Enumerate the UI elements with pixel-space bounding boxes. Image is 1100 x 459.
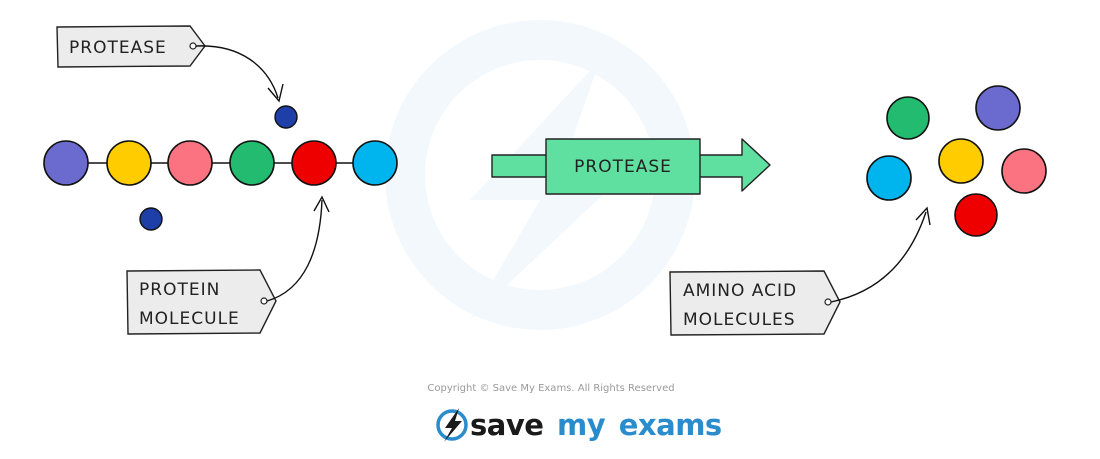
free-amino-acid-purple: [975, 85, 1021, 131]
tag-shape: [56, 25, 206, 68]
reaction-arrow-label: PROTEASE: [574, 157, 672, 177]
tag-hole: [189, 42, 197, 50]
tag-shape: [669, 270, 841, 336]
protease-tag-label: PROTEASE: [69, 38, 167, 58]
bolt-icon: [436, 408, 468, 442]
free-amino-acid-yellow: [938, 138, 984, 184]
protein-label-line1: PROTEIN: [139, 280, 220, 300]
brand-word-my: my: [557, 408, 606, 442]
amino-label-line1: AMINO ACID: [683, 281, 797, 301]
free-amino-acid-pink: [1001, 148, 1047, 194]
protease-enzyme-dot: [139, 207, 163, 231]
amino-acid-red: [291, 140, 337, 186]
reaction-arrow: PROTEASE: [491, 138, 771, 195]
amino-acid-purple: [43, 140, 89, 186]
arrow-shape: [491, 138, 771, 195]
free-amino-acid-green: [886, 96, 930, 140]
amino-acid-molecules-tag: AMINO ACID MOLECULES: [669, 270, 841, 336]
brand-wordmark: save my exams: [470, 408, 722, 442]
arrowhead: [313, 195, 330, 213]
copyright-notice: Copyright © Save My Exams. All Rights Re…: [427, 383, 674, 394]
protein-molecule-tag: PROTEIN MOLECULE: [126, 269, 277, 335]
arrowhead: [267, 83, 284, 103]
free-amino-acids: [866, 85, 1047, 237]
pointer-arrow-to-chain: [266, 199, 323, 302]
arrowhead: [915, 206, 931, 226]
protein-chain: [43, 140, 398, 186]
pointer-arrow-to-amino-acids: [830, 211, 927, 303]
amino-acid-green: [229, 140, 275, 186]
free-amino-acid-red: [954, 193, 998, 237]
free-amino-acid-cyan: [866, 155, 912, 201]
amino-acid-cyan: [352, 140, 398, 186]
amino-acid-yellow: [106, 140, 152, 186]
tag-shape: [126, 269, 277, 335]
protein-label-line2: MOLECULE: [139, 309, 240, 329]
amino-label-line2: MOLECULES: [683, 310, 796, 330]
save-my-exams-logo: save my exams: [436, 408, 722, 442]
tag-hole: [824, 298, 832, 306]
protease-enzyme-dot: [274, 105, 298, 129]
amino-acid-pink: [167, 140, 213, 186]
protease-tag: PROTEASE: [56, 25, 206, 68]
tag-hole: [260, 297, 268, 305]
pointer-arrow-to-enzyme: [195, 45, 279, 99]
brand-word-save: save: [470, 408, 543, 442]
brand-word-exams: exams: [619, 408, 722, 442]
